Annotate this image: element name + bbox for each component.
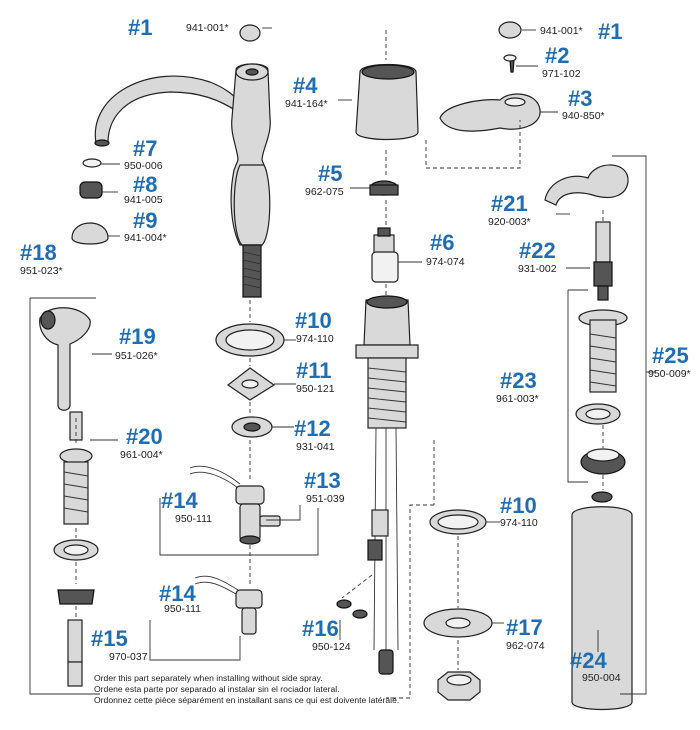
hose-connector-drawing: [189, 465, 281, 635]
part-number: 941-164*: [285, 98, 328, 110]
callout-number: #7: [133, 136, 158, 161]
handle-drawing: [439, 21, 541, 132]
part-number: 941-001*: [186, 22, 229, 34]
part-number: 951-026*: [115, 350, 158, 362]
part-number: 941-005: [124, 194, 163, 206]
callout-number: #14: [159, 581, 196, 606]
footnote-spanish: Ordene esta parte por separado al instal…: [94, 684, 340, 694]
callout-number: #12: [294, 416, 331, 441]
callout-number: #21: [491, 191, 528, 216]
callout-number: #22: [519, 238, 556, 263]
part-number: 931-002: [518, 263, 557, 275]
callout-number: #1: [598, 19, 623, 44]
part-number: 950-004: [582, 672, 621, 684]
part-number: 950-121: [296, 383, 335, 395]
faucet-body-drawing: [94, 24, 271, 298]
callout-number: #10: [500, 493, 537, 518]
callout-number: #4: [293, 73, 318, 98]
callout-number: #8: [133, 172, 158, 197]
part-number: 950-006: [124, 160, 163, 172]
callout-number: #18: [20, 240, 57, 265]
callout-number: #2: [545, 43, 570, 68]
valve-assembly-drawing: [336, 63, 419, 675]
aerator-parts-drawing: [71, 158, 109, 245]
soap-dispenser-drawing: [544, 164, 633, 711]
footnote-english: Order this part separately when installi…: [94, 673, 323, 683]
part-number: 961-003*: [496, 393, 539, 405]
under-sink-hardware-drawing: [423, 509, 493, 701]
callout-number: #20: [126, 424, 163, 449]
callout-number: #14: [161, 488, 198, 513]
part-number: 941-004*: [124, 232, 167, 244]
callout-number: #13: [304, 468, 341, 493]
side-spray-drawing: [39, 307, 99, 687]
part-number: 974-074: [426, 256, 465, 268]
part-number: 920-003*: [488, 216, 531, 228]
footnote-french: Ordonnez cette pièce séparément en insta…: [94, 695, 400, 705]
part-number: 974-110: [500, 517, 538, 529]
part-number: 962-075: [305, 186, 344, 198]
callout-number: #15: [91, 626, 128, 651]
part-number: 940-850*: [562, 110, 605, 122]
part-number: 971-102: [542, 68, 581, 80]
callout-number: #19: [119, 324, 156, 349]
callout-number: #1: [128, 15, 153, 40]
callout-number: #5: [318, 161, 343, 186]
callout-number: #25: [652, 343, 689, 368]
assembly-guide-lines: [75, 30, 604, 699]
part-number: 950-009*: [648, 368, 691, 380]
part-number: 961-004*: [120, 449, 163, 461]
part-number: 951-023*: [20, 265, 63, 277]
callout-number: #11: [296, 358, 332, 383]
part-number: 974-110: [296, 333, 334, 345]
part-number: 962-074: [506, 640, 545, 652]
callout-number: #10: [295, 308, 332, 333]
callout-number: #23: [500, 368, 537, 393]
mount-hardware-drawing: [215, 323, 285, 438]
callout-number: #17: [506, 615, 543, 640]
part-number: 950-111: [164, 603, 201, 615]
callout-number: #24: [570, 648, 607, 673]
part-number: 950-124: [312, 641, 351, 653]
leader-lines: [29, 27, 656, 695]
callout-number: #9: [133, 208, 158, 233]
part-number: 931-041: [296, 441, 335, 453]
part-number: 941-001*: [540, 25, 583, 37]
callout-number: #16: [302, 616, 339, 641]
callout-number: #6: [430, 230, 455, 255]
part-number: 970-037: [109, 651, 148, 663]
callout-number: #3: [568, 86, 593, 111]
part-number: 950-111: [175, 513, 212, 525]
part-number: 951-039: [306, 493, 345, 505]
